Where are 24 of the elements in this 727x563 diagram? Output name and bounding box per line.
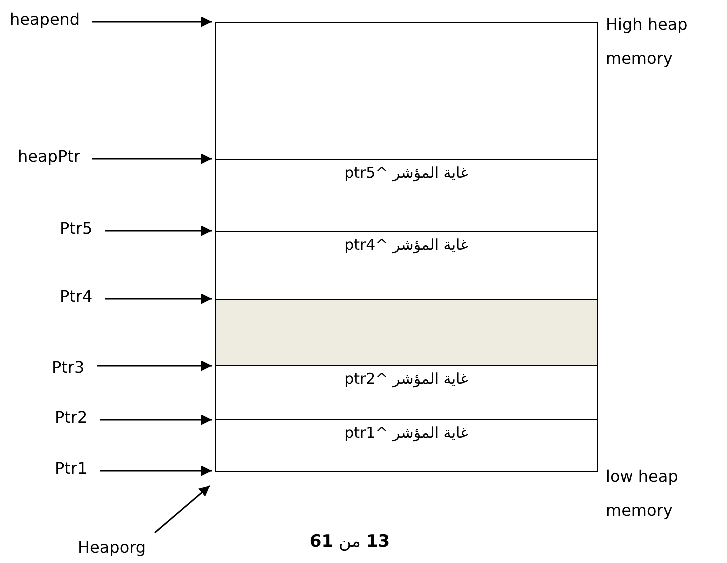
pointer-label: Ptr1 (55, 459, 88, 478)
arrow (100, 414, 212, 426)
pointer-label: Ptr4 (60, 287, 93, 306)
pointer-label: heapend (10, 10, 80, 29)
arrow (92, 16, 212, 28)
memory-block (215, 22, 598, 160)
arrow (105, 226, 212, 236)
pointer-label: Ptr5 (60, 219, 93, 238)
pointer-label: Heaporg (78, 538, 146, 557)
memory-block: غاية المؤشر ^ptr4 (215, 231, 598, 300)
memory-label: low heap memory (606, 466, 680, 522)
pointer-label: Ptr2 (55, 408, 88, 427)
pointer-label: Ptr3 (52, 358, 85, 377)
arrow (100, 466, 212, 476)
memory-block: غاية المؤشر ^ptr5 (215, 159, 598, 232)
arrow (105, 294, 212, 304)
arrow (92, 154, 212, 164)
arrow (97, 360, 212, 372)
memory-block: غاية المؤشر ^ptr1 (215, 419, 598, 472)
memory-block (215, 299, 598, 366)
memory-block: غاية المؤشر ^ptr2 (215, 365, 598, 420)
pointer-label: heapPtr (18, 147, 80, 166)
memory-label: High heap memory (606, 14, 689, 70)
arrow (154, 485, 210, 534)
